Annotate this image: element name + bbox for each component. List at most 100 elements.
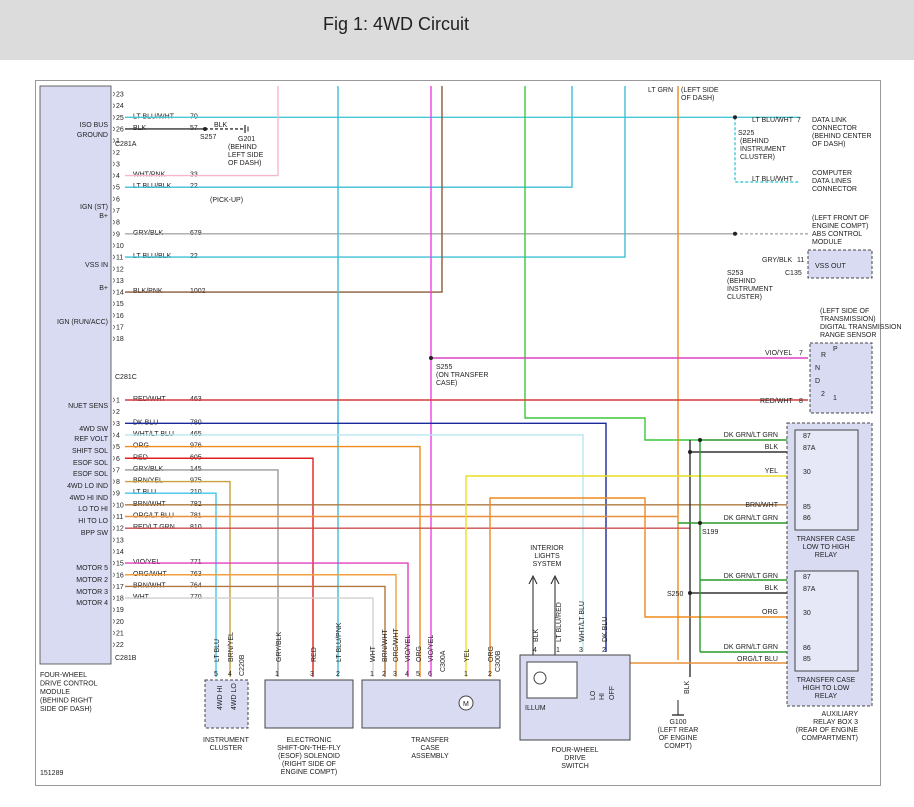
gear-position-label: R bbox=[821, 352, 826, 359]
ground-location: OF ENGINE bbox=[659, 735, 698, 742]
pin-terminal bbox=[112, 208, 115, 213]
wire-org-shift bbox=[125, 445, 421, 677]
wire-color-label: GRY/BLK bbox=[762, 257, 793, 264]
control-module-body bbox=[39, 85, 112, 665]
pin-terminal bbox=[112, 126, 115, 132]
pin-number: 2 bbox=[488, 671, 492, 678]
indicator-lamp-label: 4WD HI bbox=[217, 685, 224, 710]
module-pin-function: MOTOR 3 bbox=[76, 589, 108, 596]
pin-terminal bbox=[112, 138, 115, 143]
wire-brn-wht-motor3 bbox=[125, 585, 386, 677]
motor-letter: M bbox=[463, 701, 469, 708]
wire-org-30b bbox=[489, 497, 800, 677]
pin-number: 9 bbox=[116, 491, 120, 498]
pin-number: 1 bbox=[370, 671, 374, 678]
connector-label: C300B bbox=[495, 650, 502, 672]
abs-module-box bbox=[807, 249, 873, 279]
gear-position-label: 1 bbox=[833, 395, 837, 402]
wire-color-label: VIO/YEL bbox=[405, 635, 412, 662]
pin-number: 3 bbox=[116, 421, 120, 428]
pin-terminal bbox=[112, 490, 115, 496]
pin-terminal bbox=[112, 409, 115, 414]
pin-number: 2 bbox=[382, 671, 386, 678]
indicator-lamp-label: 4WD LO bbox=[231, 683, 238, 710]
relay-pin-number: 87 bbox=[803, 574, 811, 581]
pin-number: 1 bbox=[556, 647, 560, 654]
pin-terminal bbox=[112, 479, 115, 484]
splice-label: S257 bbox=[200, 134, 216, 141]
wire-color-label: BRN/WHT bbox=[745, 502, 778, 509]
pin-number: 7 bbox=[799, 350, 803, 357]
pin-number: 14 bbox=[116, 549, 124, 556]
wire-color-label: ORG bbox=[488, 646, 495, 662]
pin-terminal bbox=[112, 549, 115, 554]
splice-location: INSTRUMENT bbox=[727, 286, 774, 293]
wire-color-label: VIO/YEL bbox=[428, 635, 435, 662]
pin-terminal bbox=[112, 161, 115, 167]
wire-color-label: DK GRN/LT GRN bbox=[724, 432, 778, 439]
interior-lights-label: LIGHTS bbox=[534, 553, 560, 560]
wire-org-wht-motor2 bbox=[125, 574, 397, 677]
pin-terminal bbox=[112, 301, 115, 306]
wire-color-label: WHT/LT BLU bbox=[579, 601, 586, 642]
relay-box-name: COMPARTMENT) bbox=[801, 735, 858, 742]
pin-number: 5 bbox=[116, 185, 120, 192]
pin-terminal bbox=[112, 231, 115, 237]
relay-pin-number: 86 bbox=[803, 515, 811, 522]
pin-terminal bbox=[112, 254, 115, 260]
pin-terminal bbox=[112, 444, 115, 449]
pin-terminal bbox=[112, 266, 115, 272]
gear-position-label: P bbox=[833, 346, 838, 353]
relay-pin-number: 30 bbox=[803, 469, 811, 476]
relay-high-low bbox=[794, 570, 859, 672]
pin-number: 11 bbox=[797, 257, 804, 264]
switch-name: SWITCH bbox=[561, 763, 589, 770]
pin-number: 25 bbox=[116, 115, 124, 122]
location-note: (LEFT SIDE bbox=[681, 87, 719, 94]
wire-color-label: LT BLU bbox=[214, 639, 221, 662]
pin-number: 12 bbox=[116, 266, 124, 273]
gear-position-label: N bbox=[815, 365, 820, 372]
connector-label: C281A bbox=[115, 141, 137, 148]
connector-label: C135 bbox=[785, 270, 802, 277]
splice-label: S253 bbox=[727, 270, 743, 277]
pin-terminal bbox=[112, 91, 115, 97]
esof-name: ELECTRONIC bbox=[286, 737, 331, 744]
wire-vio-yel-motor5 bbox=[125, 562, 409, 677]
pin-terminal bbox=[112, 584, 115, 589]
ground-location: (LEFT REAR bbox=[658, 727, 699, 734]
pin-terminal bbox=[112, 572, 115, 578]
pin-terminal bbox=[112, 149, 115, 155]
wires bbox=[125, 86, 808, 677]
connector-name: CONNECTOR bbox=[812, 125, 857, 132]
pin-terminal bbox=[112, 619, 115, 624]
splice-s253 bbox=[733, 231, 737, 236]
pin-number: 14 bbox=[116, 290, 124, 297]
ground-label: G201 bbox=[238, 136, 255, 143]
module-pin-function: 4WD LO IND bbox=[67, 483, 108, 490]
relay-name: HIGH TO LOW bbox=[803, 685, 850, 692]
switch-position-label: HI bbox=[599, 693, 606, 700]
figure-number: 151289 bbox=[40, 770, 63, 777]
connector-label: C220B bbox=[239, 654, 246, 676]
splice-s250 bbox=[688, 591, 692, 595]
wire-color-label: VIO/YEL bbox=[765, 350, 792, 357]
transfer-case-box bbox=[361, 679, 501, 729]
wire-wht-motor4 bbox=[125, 597, 374, 677]
module-pin-function: VSS IN bbox=[85, 262, 108, 269]
pin-terminal bbox=[112, 537, 115, 543]
pin-terminal bbox=[112, 595, 115, 601]
pin-number: 8 bbox=[799, 398, 803, 405]
connector-label: C281C bbox=[115, 374, 137, 381]
connector-name: OF DASH) bbox=[812, 141, 845, 148]
splice-location: (BEHIND bbox=[727, 278, 756, 285]
wire-yel-30 bbox=[465, 475, 800, 677]
wire-color-label: BLK bbox=[214, 122, 228, 129]
transfer-case-name: ASSEMBLY bbox=[411, 753, 449, 760]
pin-number: 10 bbox=[116, 502, 124, 509]
pin-number: 10 bbox=[116, 243, 124, 250]
dtrs-box bbox=[809, 342, 873, 414]
module-pin-function: LO TO HI bbox=[78, 506, 108, 513]
